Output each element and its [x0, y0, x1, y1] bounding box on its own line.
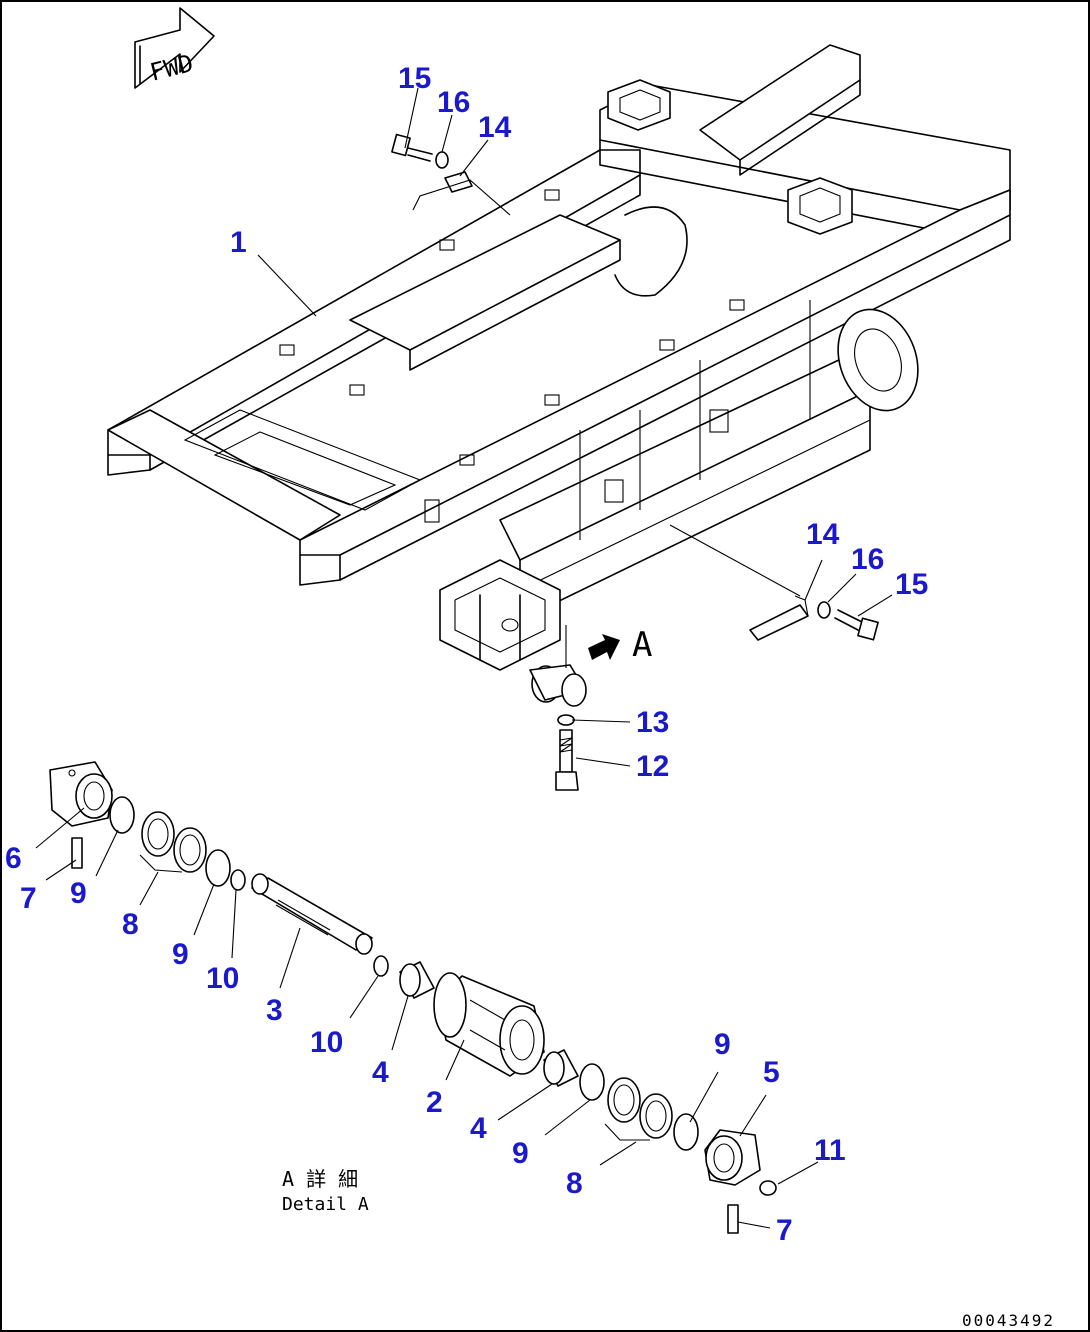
detail-a-exploded [35, 761, 819, 1234]
callout-9-d: 9 [714, 1028, 731, 1061]
detail-caption-en: Detail A [282, 1194, 369, 1215]
callout-8-right: 8 [566, 1167, 583, 1200]
callout-14-upper: 14 [478, 111, 512, 144]
callout-9-b: 9 [172, 938, 189, 971]
roller-on-frame [529, 625, 631, 791]
callout-4-left: 4 [372, 1056, 389, 1089]
callout-5: 5 [763, 1056, 780, 1089]
drawing-number: 00043492 [962, 1311, 1055, 1330]
callout-16-upper: 16 [437, 86, 470, 119]
callout-10-left: 10 [206, 962, 239, 995]
fwd-arrow-icon: FWD [134, 7, 215, 89]
view-arrow-icon: A [588, 625, 652, 665]
callout-12: 12 [636, 750, 669, 783]
callout-13: 13 [636, 706, 669, 739]
callout-15-upper: 15 [398, 62, 431, 95]
callout-10-right: 10 [310, 1026, 343, 1059]
callout-16-lower: 16 [851, 543, 884, 576]
upper-bolt-set [391, 87, 511, 216]
detail-caption-jp: A 詳 細 [282, 1167, 358, 1191]
callout-2: 2 [426, 1086, 443, 1119]
callout-15-lower: 15 [895, 568, 928, 601]
callout-9-c: 9 [512, 1137, 529, 1170]
callout-6: 6 [5, 842, 22, 875]
callout-14-lower: 14 [806, 518, 840, 551]
callout-labels: 1 15 16 14 14 16 15 13 12 6 7 9 8 9 10 3… [5, 62, 928, 1247]
callout-1: 1 [230, 226, 247, 259]
callout-7-left: 7 [20, 882, 37, 915]
lower-bolt-set [669, 524, 893, 641]
callout-9-a: 9 [70, 877, 87, 910]
callout-4-right: 4 [470, 1112, 487, 1145]
view-mark: A [632, 625, 652, 665]
callout-3: 3 [266, 994, 283, 1027]
leader-line [257, 254, 317, 317]
callout-11: 11 [814, 1134, 846, 1167]
callout-7-right: 7 [776, 1214, 793, 1247]
callout-8-left: 8 [122, 908, 139, 941]
track-frame [107, 44, 1011, 671]
